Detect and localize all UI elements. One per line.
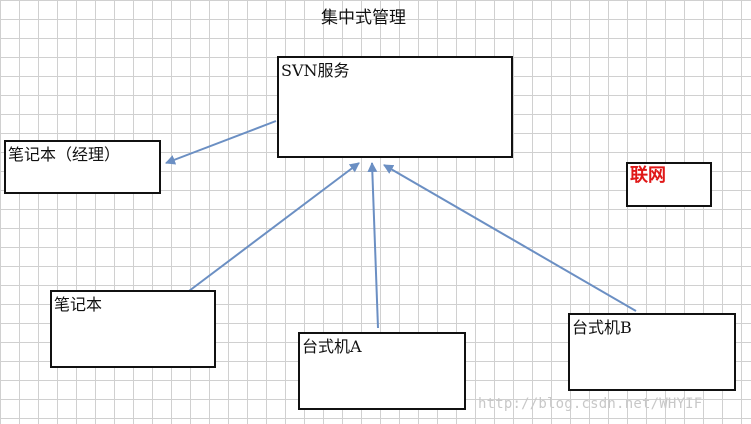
svn-server-box: SVN服务 <box>277 56 513 158</box>
arrow-desktop-a-to-server <box>367 162 379 329</box>
desktop-a-box: 台式机A <box>298 332 466 410</box>
svn-server-label: SVN服务 <box>281 61 350 80</box>
desktop-a-label: 台式机A <box>302 337 362 356</box>
network-badge: 联网 <box>626 162 712 207</box>
arrow-laptop-to-server <box>184 162 360 295</box>
diagram-title: 集中式管理 <box>321 8 406 28</box>
desktop-b-label: 台式机B <box>572 318 632 337</box>
laptop-label: 笔记本 <box>54 295 103 314</box>
network-badge-label: 联网 <box>630 165 666 186</box>
arrow-server-to-manager-laptop <box>165 120 277 165</box>
laptop-box: 笔记本 <box>50 290 216 368</box>
arrow-desktop-b-to-server <box>383 164 637 312</box>
watermark-text: http://blog.csdn.net/WHYIF <box>478 396 703 412</box>
manager-laptop-label: 笔记本（经理） <box>8 145 121 164</box>
manager-laptop-box: 笔记本（经理） <box>4 140 161 194</box>
desktop-b-box: 台式机B <box>568 313 736 391</box>
